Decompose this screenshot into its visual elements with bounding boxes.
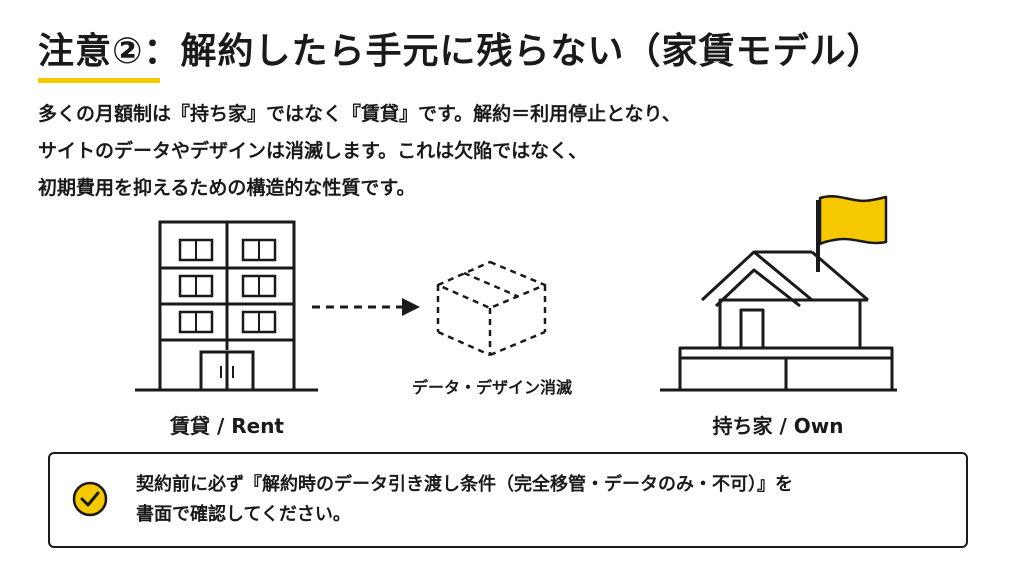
body-text: 多くの月額制は『持ち家』ではなく『賃貸』です。解約＝利用停止となり、 サイトのデ…	[38, 96, 938, 207]
check-circle-icon	[72, 481, 108, 517]
callout-line: 書面で確認してください。	[136, 504, 351, 525]
body-line: 多くの月額制は『持ち家』ではなく『賃貸』です。解約＝利用停止となり、	[38, 103, 681, 125]
rent-label: 賃貸 / Rent	[170, 414, 284, 438]
body-line: 初期費用を抑えるための構造的な性質です。	[38, 177, 416, 199]
apartment-building-icon	[135, 220, 318, 392]
body-line: サイトのデータやデザインは消滅します。これは欠陥ではなく、	[38, 140, 588, 162]
callout-text: 契約前に必ず『解約時のデータ引き渡し条件（完全移管・データのみ・不可）』を 書面…	[136, 470, 956, 530]
dashed-arrow-icon	[312, 298, 420, 316]
house-with-flag-icon	[660, 195, 897, 392]
data-lost-label: データ・デザイン消滅	[411, 378, 573, 397]
callout-box: 契約前に必ず『解約時のデータ引き渡し条件（完全移管・データのみ・不可）』を 書面…	[48, 452, 968, 548]
own-label: 持ち家 / Own	[712, 414, 844, 438]
dashed-box-icon	[436, 260, 547, 357]
page-title: 注意②：解約したら手元に残らない（家賃モデル）	[38, 31, 884, 72]
callout-line: 契約前に必ず『解約時のデータ引き渡し条件（完全移管・データのみ・不可）』を	[136, 474, 793, 495]
title-underline	[38, 78, 160, 83]
